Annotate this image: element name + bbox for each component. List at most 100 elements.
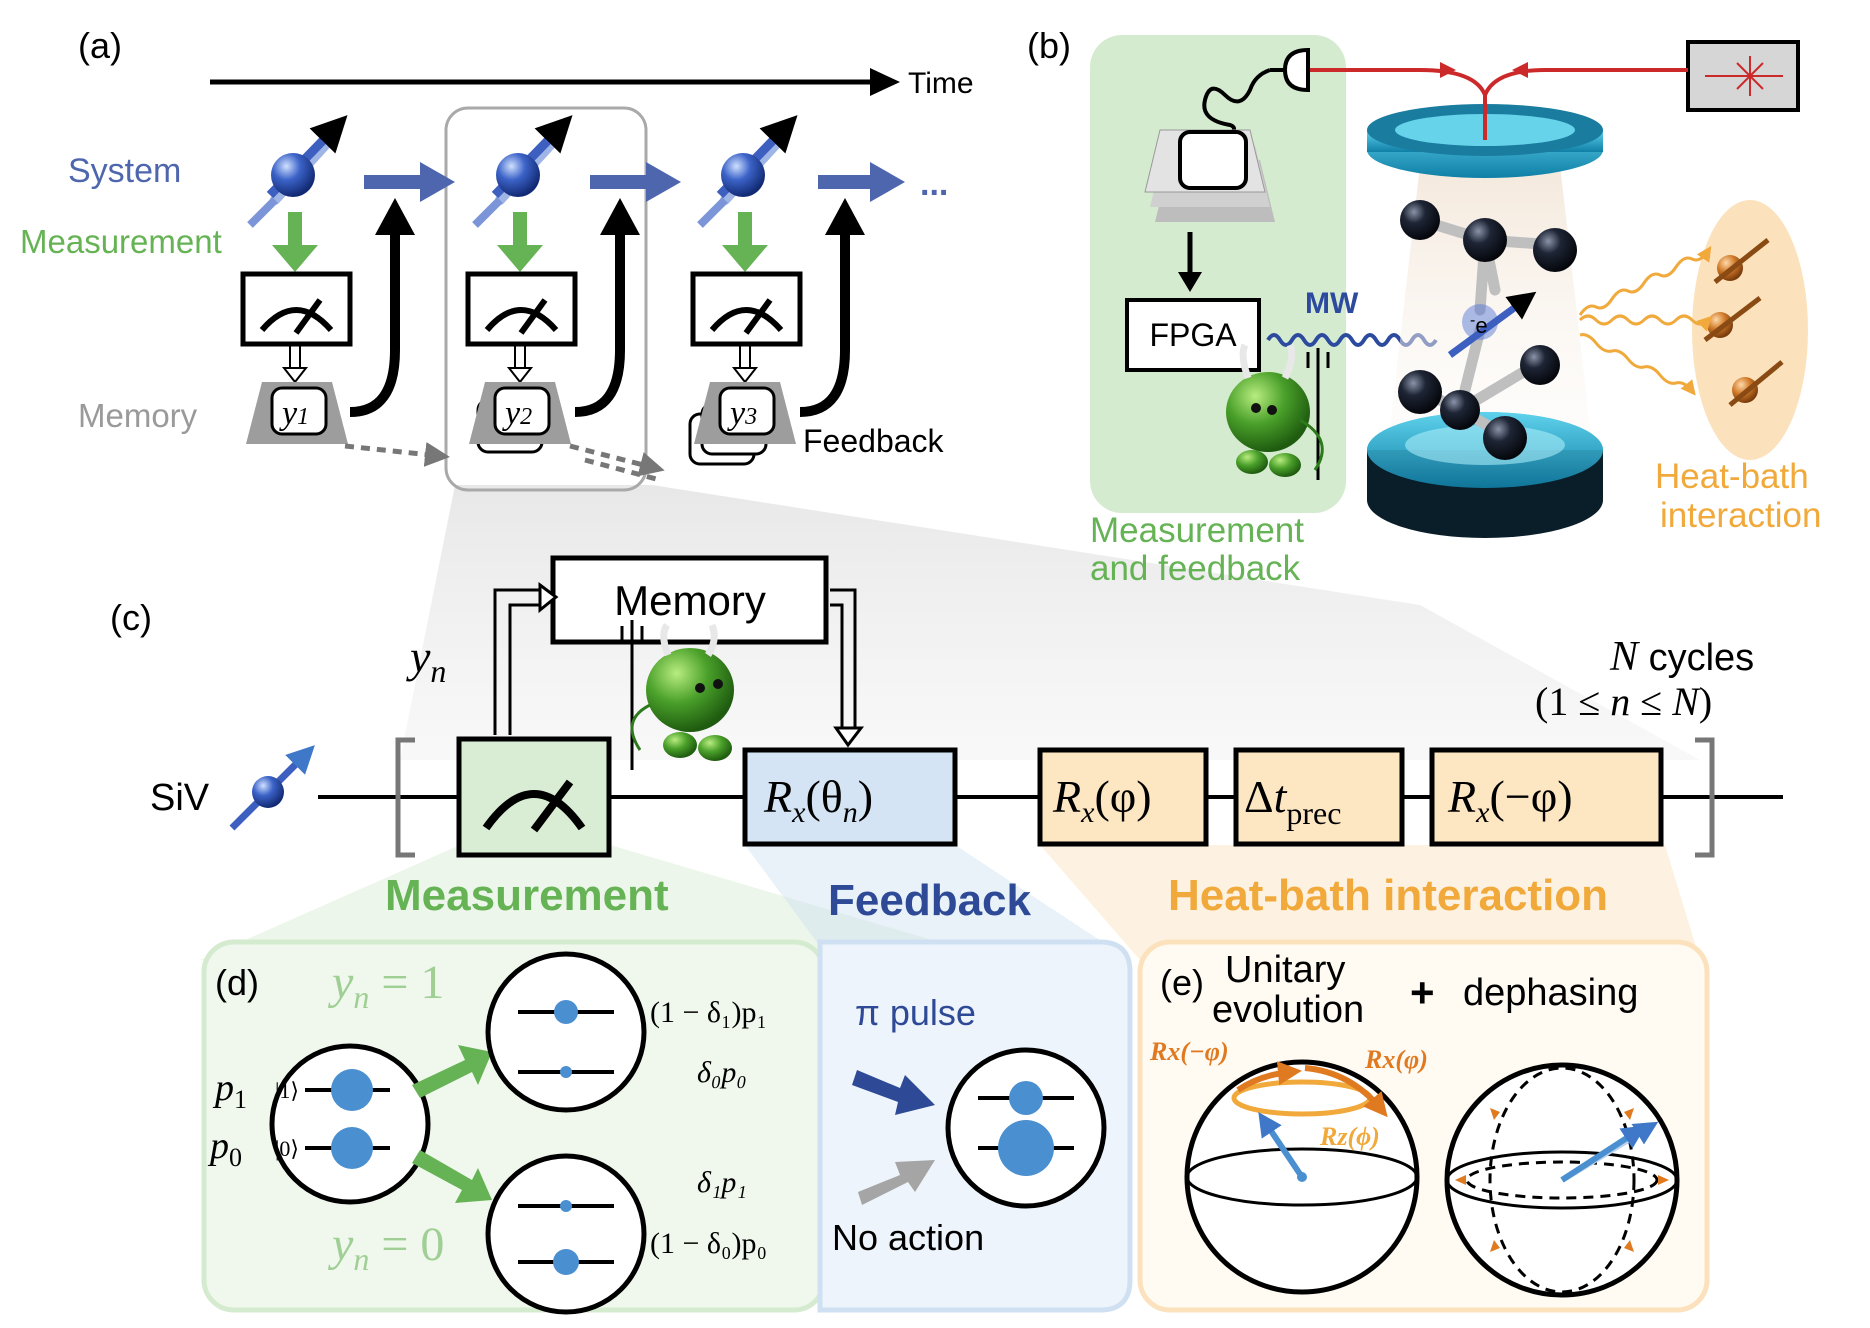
- outcome-circle-yn1: [485, 951, 647, 1113]
- memory-label: Memory: [78, 397, 198, 434]
- bath-coupling-waves: [1578, 246, 1713, 396]
- precession-text: Δtprec: [1244, 771, 1341, 831]
- panel-a: (a) Time System Measurement Memory: [20, 25, 974, 492]
- spin-icon: [472, 115, 573, 228]
- n-cycles-label: N cycles: [1609, 634, 1754, 680]
- rx-theta-gate: Rx(θn): [742, 747, 958, 847]
- panel-e-tag: (e): [1160, 962, 1204, 1003]
- bloch-sphere-dephasing: [1444, 1062, 1680, 1298]
- p1-label: p1: [212, 1067, 247, 1114]
- memory-box: [550, 555, 829, 645]
- measurement-arrow: [497, 212, 543, 272]
- yn1-label: yn = 1: [327, 956, 444, 1015]
- feedback-label: Feedback: [803, 423, 945, 459]
- feedback-header: Feedback: [828, 876, 1032, 925]
- bot-lower-prob: (1 − δ₀)p₀: [650, 1227, 767, 1260]
- diamond-cavity: [1367, 95, 1605, 560]
- meter-icon: [240, 271, 353, 347]
- ket1: |1⟩: [275, 1078, 299, 1103]
- rx-mphi-rotation-label: Rx(−φ): [1149, 1037, 1229, 1066]
- heatbath-header: Heat-bath interaction: [1168, 871, 1608, 920]
- memory-readout-arrow: [281, 344, 309, 384]
- rz-phi-rotation-label: Rz(ϕ): [1319, 1122, 1380, 1151]
- ket0: |0⟩: [275, 1136, 299, 1161]
- measurement-feedback-region: [1090, 35, 1346, 513]
- unitary-line2: evolution: [1212, 989, 1364, 1031]
- measurement-gate: [456, 736, 612, 858]
- heatbath-band: [1040, 845, 1700, 960]
- feedback-arrows: [349, 198, 865, 417]
- time-arrow-head: [870, 68, 900, 96]
- meas-fb-line2: and feedback: [1090, 549, 1301, 588]
- demon-icon: [1226, 343, 1330, 480]
- branch-arrow-up: [412, 1045, 492, 1098]
- panel-b: (b): [1027, 25, 1821, 588]
- pi-pulse-label: π pulse: [855, 992, 976, 1033]
- heatbath-line1: Heat-bath: [1655, 457, 1809, 496]
- memory-register: y3: [688, 382, 796, 466]
- spin-icon: [697, 115, 798, 228]
- fpga-box: FPGA: [1125, 298, 1261, 372]
- mw-label: MW: [1305, 287, 1359, 320]
- plus-sign: +: [1410, 969, 1435, 1016]
- cycle-2: y2: [465, 115, 578, 454]
- heat-bath-spins: [1703, 238, 1784, 407]
- panel-b-tag: (b): [1027, 25, 1071, 66]
- feedback-band: [745, 845, 1130, 960]
- heatbath-line2: interaction: [1660, 496, 1821, 535]
- rx-phi-gate: Rx(φ): [1037, 747, 1209, 847]
- no-action-arrow: [858, 1160, 935, 1205]
- rx-phi-rotation-label: Rx(φ): [1364, 1045, 1428, 1074]
- cycle-bracket-left: [395, 737, 415, 858]
- measurement-arrow: [272, 212, 318, 272]
- measurement-header: Measurement: [385, 871, 669, 920]
- electron-label: -e: [1470, 312, 1488, 338]
- rx-theta-text: Rx(θn): [763, 771, 873, 829]
- p0-label: p0: [207, 1125, 242, 1172]
- branch-arrow-down: [412, 1150, 492, 1203]
- time-label: Time: [908, 67, 974, 100]
- dephasing-label: dephasing: [1463, 972, 1638, 1014]
- meter-icon: [465, 271, 578, 347]
- memory-register: y1: [246, 382, 348, 444]
- cycle-bracket-right: [1695, 737, 1715, 858]
- yn0-label: yn = 0: [327, 1218, 444, 1277]
- memory-readout-arrow: [731, 344, 759, 384]
- measurement-arrow: [722, 212, 768, 272]
- cycle-3: y3: [688, 115, 803, 466]
- demon-icon: [620, 620, 734, 770]
- precession-gate: Δtprec: [1233, 747, 1405, 847]
- memory-box-label: Memory: [614, 577, 766, 624]
- detector-icon: [1202, 47, 1310, 142]
- final-state-circle: [945, 1047, 1107, 1209]
- outcome-circle-yn0: [485, 1153, 647, 1315]
- yn-label: yn: [406, 631, 446, 689]
- bloch-sphere-unitary: [1184, 1059, 1420, 1295]
- siv-spin-icon: [229, 745, 315, 831]
- system-label: System: [68, 152, 181, 190]
- rx-mphi-text: Rx(−φ): [1447, 771, 1573, 829]
- cycle-highlight-box: [444, 106, 648, 492]
- bot-upper-prob: δ₁p₁: [697, 1166, 747, 1199]
- no-action-label: No action: [832, 1217, 984, 1258]
- panel-e: (e) Unitary evolution + dephasing Rx(−φ)…: [1137, 939, 1710, 1313]
- measurement-label: Measurement: [20, 223, 222, 260]
- rx-mphi-gate: Rx(−φ): [1429, 747, 1664, 847]
- meas-fb-line1: Measurement: [1090, 511, 1304, 550]
- measurement-band: [200, 845, 1000, 960]
- ellipsis: ...: [920, 165, 948, 203]
- spin-icon: [247, 115, 348, 228]
- computer-icon: [1144, 129, 1275, 222]
- collection-beam: [1310, 68, 1487, 96]
- initial-state-circle: |1⟩ |0⟩: [269, 1043, 431, 1205]
- laser-icon: [1686, 40, 1800, 112]
- system-evolution-arrows: [364, 162, 905, 202]
- siv-center: -e: [1398, 200, 1577, 460]
- memory-readout-arrow: [506, 344, 534, 384]
- cycle-1: y1: [240, 115, 353, 444]
- siv-label: SiV: [150, 777, 210, 819]
- panel-c: (c) Memory yn SiV: [110, 555, 1783, 925]
- top-lower-prob: δ₀p₀: [697, 1056, 747, 1089]
